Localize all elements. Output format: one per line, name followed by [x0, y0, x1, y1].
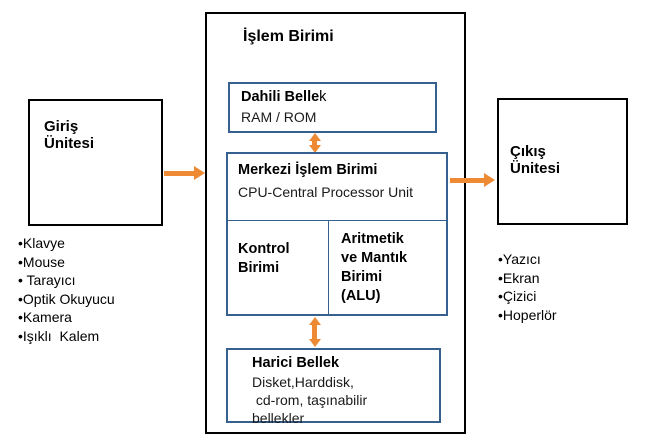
input-unit-box [28, 99, 163, 226]
internal-memory-subtitle: RAM / ROM [241, 109, 317, 125]
internal-memory-title: Dahili Bellek [241, 88, 326, 106]
arrow-input-to-processing-shaft [164, 171, 196, 176]
processing-unit-title: İşlem Birimi [243, 28, 334, 45]
output-unit-label: Çıkış Ünitesi [510, 143, 561, 177]
arrow-memory-cpu-shaft [312, 139, 317, 147]
cpu-box-vertical-divider [328, 221, 329, 314]
arrow-cpu-external-head-up [309, 317, 321, 325]
external-memory-line-3: bellekler [252, 410, 305, 426]
external-memory-title: Harici Bellek [252, 355, 340, 371]
arrow-input-to-processing-head [194, 166, 205, 180]
cpu-box-horizontal-divider [228, 220, 446, 221]
internal-memory-title-thin: k [319, 89, 327, 105]
input-device-list: •Klavye •Mouse • Tarayıcı •Optik Okuyucu… [18, 234, 193, 345]
list-item: •Kamera [18, 309, 72, 325]
list-item: •Hoperlör [498, 306, 557, 323]
list-item: •Klavye [18, 235, 65, 251]
list-item: •Ekran [498, 269, 540, 286]
control-unit-label: Kontrol Birimi [238, 241, 290, 276]
cpu-box [226, 152, 448, 316]
output-unit-box [497, 98, 628, 225]
cpu-title: Merkezi İşlem Birimi [238, 162, 378, 178]
arrow-cpu-external-shaft [312, 324, 317, 340]
external-memory-box [226, 348, 441, 423]
internal-memory-title-bold: Dahili Belle [241, 89, 320, 105]
arrow-memory-cpu-head-down [309, 145, 321, 153]
list-item: •Mouse [18, 253, 65, 270]
list-item: •Optik Okuyucu [18, 290, 115, 307]
list-item: •Işıklı Kalem [18, 327, 100, 344]
arrow-processing-to-output-head [484, 173, 495, 187]
external-memory-line-1: Disket,Harddisk, [252, 374, 354, 390]
list-item: • Tarayıcı [18, 272, 76, 288]
arrow-processing-to-output-shaft [450, 178, 486, 183]
output-device-list: •Yazıcı •Ekran •Çizici •Hoperlör [498, 250, 648, 324]
internal-memory-box [228, 82, 437, 133]
arrow-memory-cpu-head-up [309, 133, 321, 141]
cpu-subtitle: CPU-Central Processor Unit [238, 184, 414, 200]
list-item: •Yazıcı [498, 251, 541, 267]
arrow-cpu-external-head-down [309, 339, 321, 347]
external-memory-line-2: cd-rom, taşınabilir [252, 392, 368, 408]
list-item: •Çizici [498, 288, 537, 304]
input-unit-label: Giriş Ünitesi [44, 118, 95, 152]
alu-label: Aritmetik ve Mantık Birimi (ALU) [341, 231, 408, 304]
